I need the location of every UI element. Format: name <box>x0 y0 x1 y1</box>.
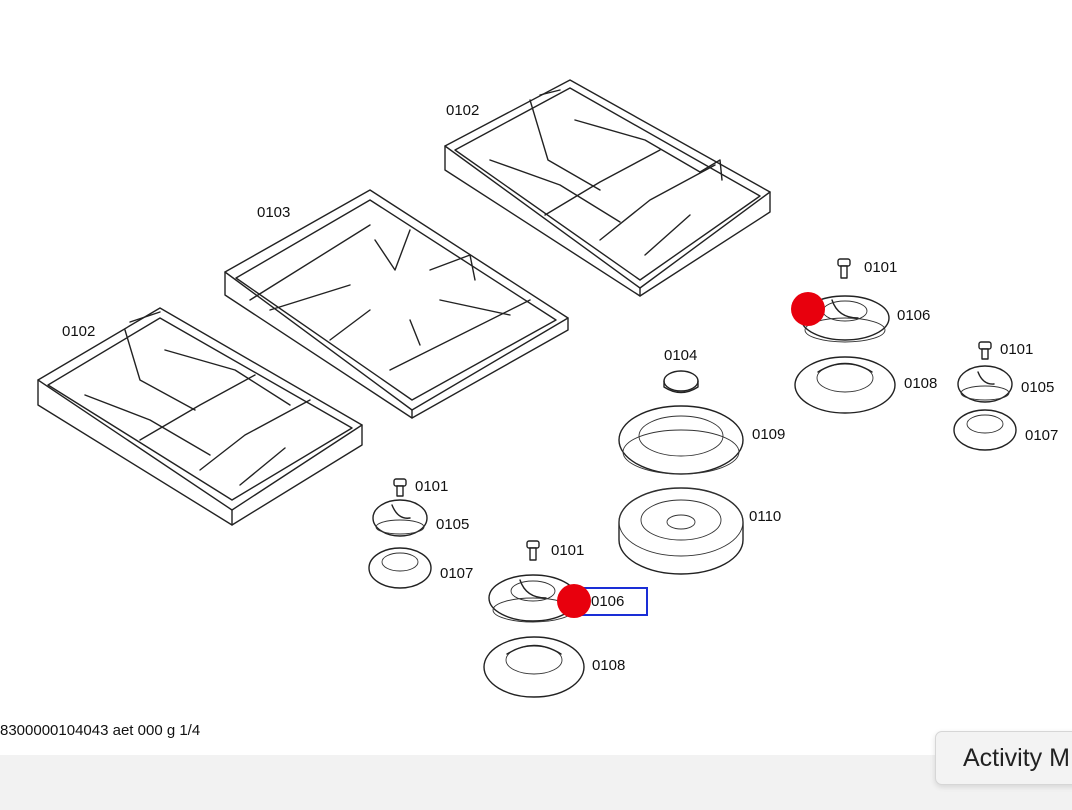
label-screw-bottom[interactable]: 0101 <box>551 542 584 559</box>
activity-monitor-tab[interactable]: Activity M <box>935 731 1072 785</box>
base-bottom[interactable] <box>483 636 585 698</box>
cap-big[interactable] <box>663 370 699 394</box>
label-grate-top[interactable]: 0102 <box>446 102 479 119</box>
label-cap-right[interactable]: 0105 <box>1021 379 1054 396</box>
label-screw-right-upper[interactable]: 0101 <box>864 259 897 276</box>
cap-left[interactable] <box>372 499 428 537</box>
grate-middle[interactable] <box>224 189 569 419</box>
label-base-right[interactable]: 0107 <box>1025 427 1058 444</box>
label-base-bottom[interactable]: 0108 <box>592 657 625 674</box>
drawing-code: 8300000104043 aet 000 g 1/4 <box>0 722 201 739</box>
hotspot-marker-lower[interactable] <box>557 584 591 618</box>
label-cap-big[interactable]: 0104 <box>664 347 697 364</box>
label-screw-right[interactable]: 0101 <box>1000 341 1033 358</box>
label-grate-left[interactable]: 0102 <box>62 323 95 340</box>
label-base-right-upper[interactable]: 0108 <box>904 375 937 392</box>
base-right-upper[interactable] <box>794 356 896 414</box>
screw-bottom[interactable] <box>526 540 540 561</box>
label-base-big[interactable]: 0110 <box>749 508 781 525</box>
base-big[interactable] <box>618 487 744 575</box>
grate-left[interactable] <box>37 307 363 526</box>
screw-right[interactable] <box>978 341 992 360</box>
hotspot-marker-upper[interactable] <box>791 292 825 326</box>
activity-label: Activity M <box>963 744 1070 772</box>
label-burner-right-upper[interactable]: 0106 <box>897 307 930 324</box>
label-cap-left[interactable]: 0105 <box>436 516 469 533</box>
cap-right[interactable] <box>957 365 1013 403</box>
screw-left[interactable] <box>393 478 407 497</box>
ring-big[interactable] <box>618 405 744 475</box>
grate-top[interactable] <box>444 79 771 297</box>
base-left[interactable] <box>368 547 432 589</box>
label-grate-middle[interactable]: 0103 <box>257 204 290 221</box>
label-screw-left[interactable]: 0101 <box>415 478 448 495</box>
label-burner-bottom[interactable]: 0106 <box>591 593 624 610</box>
screw-right-upper[interactable] <box>837 258 851 279</box>
label-ring-big[interactable]: 0109 <box>752 426 785 443</box>
bottom-bar <box>0 755 1072 810</box>
label-base-left[interactable]: 0107 <box>440 565 473 582</box>
base-right[interactable] <box>953 409 1017 451</box>
